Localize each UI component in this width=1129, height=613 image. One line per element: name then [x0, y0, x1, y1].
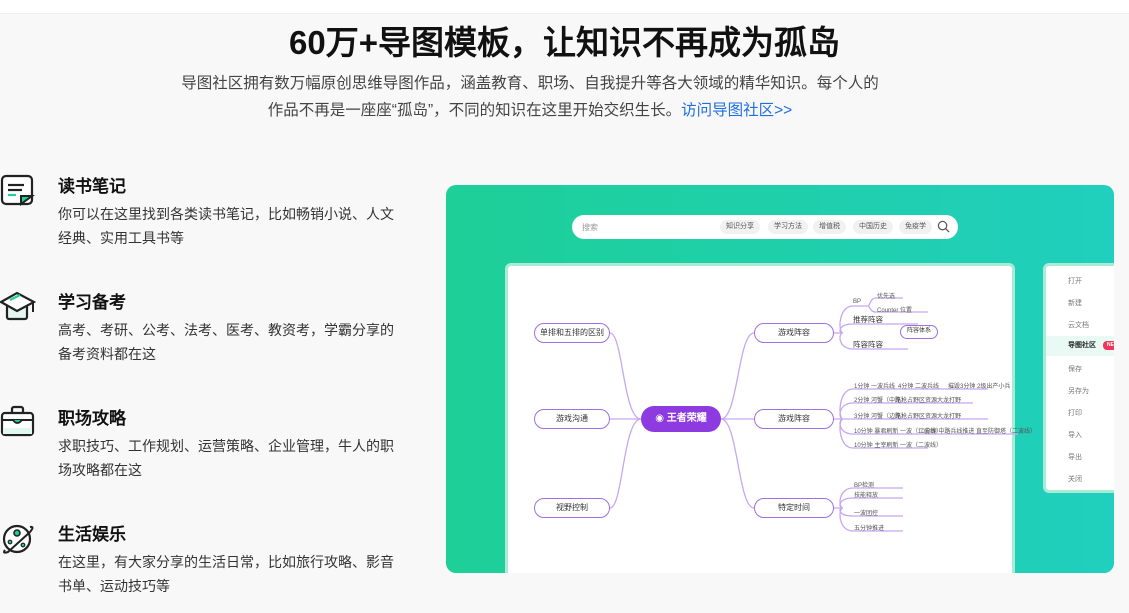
menu-item-community[interactable]: 导图社区NEW [1046, 336, 1114, 356]
search-tag[interactable]: 免疫学 [899, 220, 932, 234]
mindmap-leaf: 摧毁3分钟 2级出产小兵 [948, 384, 1011, 390]
preview-search-bar[interactable]: 搜索 知识分享 学习方法 增值税 中国历史 免疫学 [572, 215, 958, 239]
mindmap-center-node[interactable]: ◉ 王者荣耀 [641, 406, 721, 432]
menu-item-import[interactable]: 导入 [1068, 432, 1082, 439]
mindmap-leaf: Counter 位置 [877, 308, 913, 314]
visit-community-link[interactable]: 访问导图社区>> [681, 102, 793, 119]
menu-item-print[interactable]: 打印 [1068, 410, 1082, 417]
mindmap-leaf: 阵容阵容 [853, 340, 883, 349]
mindmap-node[interactable]: 视野控制 [534, 498, 610, 518]
search-tag[interactable]: 增值税 [813, 220, 846, 234]
mindmap-leaf: 1分钟 一波兵线 [854, 384, 896, 390]
mindmap-connectors [609, 297, 1018, 532]
mindmap-leaf: 一波团控 [854, 511, 879, 517]
feature-desc: 高考、考研、公考、法考、医考、教资考，学霸分享的备考资料都在这 [58, 322, 394, 362]
mindmap-leaf: 技能释放 [854, 493, 879, 499]
mindmap-canvas: 单排和五排的区别 游戏沟通 视野控制 ◉ 王者荣耀 游戏阵容 游戏阵容 特定时间… [505, 263, 1036, 573]
menu-item-export[interactable]: 导出 [1068, 454, 1082, 461]
page-description: 导图社区拥有数万幅原创思维导图作品，涵盖教育、职场、自我提升等各大领域的精华知识… [181, 75, 879, 119]
mindmap-node[interactable]: 游戏阵容 [754, 409, 834, 429]
menu-item-cloud-docs[interactable]: 云文档 [1068, 322, 1089, 329]
mindmap-node[interactable]: 游戏沟通 [534, 409, 610, 429]
mindmap-leaf: BP检测 [854, 483, 875, 489]
game-icon: ◉ [655, 413, 667, 424]
menu-item-open[interactable]: 打开 [1068, 278, 1082, 285]
feature-title: 职场攻略 [58, 409, 126, 428]
mindmap-leaf: 10分钟 中路兵线推进 直至防御塔（二波线） [918, 429, 1037, 435]
mindmap-leaf: 优先选 [877, 294, 896, 300]
planet-icon [2, 524, 34, 554]
feature-title: 生活娱乐 [58, 525, 126, 544]
note-icon [0, 174, 36, 206]
feature-desc: 求职技巧、工作规划、运营策略、企业管理，牛人的职场攻略都在这 [58, 438, 394, 478]
graduation-cap-icon [0, 291, 36, 321]
top-bar [0, 0, 1129, 14]
mindmap-leaf: 3分钟 河蟹（边路） [854, 414, 908, 420]
new-badge: NEW [1103, 340, 1114, 350]
menu-item-save-as[interactable]: 另存为 [1068, 388, 1089, 395]
mindmap-leaf: 10分钟 主宰刷新 一波（二波线） [854, 443, 943, 449]
mindmap-node[interactable]: 阵容体系 [900, 325, 938, 339]
feature-title: 读书笔记 [58, 177, 126, 196]
mindmap-leaf: 先抢占野区资源大龙打野 [895, 414, 962, 420]
file-menu: 打开 新建 云文档 导图社区NEW 保存 另存为 打印 导入 导出 关闭 [1043, 263, 1114, 493]
briefcase-icon [0, 405, 35, 437]
mindmap-leaf: 10分钟 暴君刷新 一波（二波线） [854, 429, 943, 435]
menu-item-new[interactable]: 新建 [1068, 300, 1082, 307]
mindmap-leaf: 推荐阵容 [853, 315, 883, 324]
search-tag[interactable]: 中国历史 [853, 220, 893, 234]
menu-item-save[interactable]: 保存 [1068, 366, 1082, 373]
feature-desc: 在这里，有大家分享的生活日常，比如旅行攻略、影音书单、运动技巧等 [58, 554, 394, 594]
mindmap-node[interactable]: 游戏阵容 [754, 323, 834, 343]
feature-desc: 你可以在这里找到各类读书笔记，比如畅销小说、人文经典、实用工具书等 [58, 206, 394, 246]
mindmap-leaf: 先抢占野区资源大龙打野 [895, 398, 962, 404]
product-preview: 搜索 知识分享 学习方法 增值税 中国历史 免疫学 单排和五排的区别 游戏沟通 … [446, 185, 1114, 573]
menu-item-close[interactable]: 关闭 [1068, 476, 1082, 483]
mindmap-leaf: BP [853, 299, 862, 305]
mindmap-node[interactable]: 特定时间 [754, 498, 834, 518]
mindmap-leaf: 2分钟 河蟹（中路） [854, 398, 908, 404]
search-tag[interactable]: 学习方法 [768, 220, 808, 234]
feature-title: 学习备考 [58, 293, 126, 312]
search-icon[interactable] [937, 220, 950, 233]
mindmap-node[interactable]: 单排和五排的区别 [534, 323, 610, 343]
search-tag[interactable]: 知识分享 [720, 220, 760, 234]
page-title: 60万+导图模板，让知识不再成为孤岛 [289, 24, 840, 61]
mindmap-leaf: 4分钟 二波兵线 [898, 384, 940, 390]
mindmap-leaf: 五分钟推进 [854, 526, 885, 532]
